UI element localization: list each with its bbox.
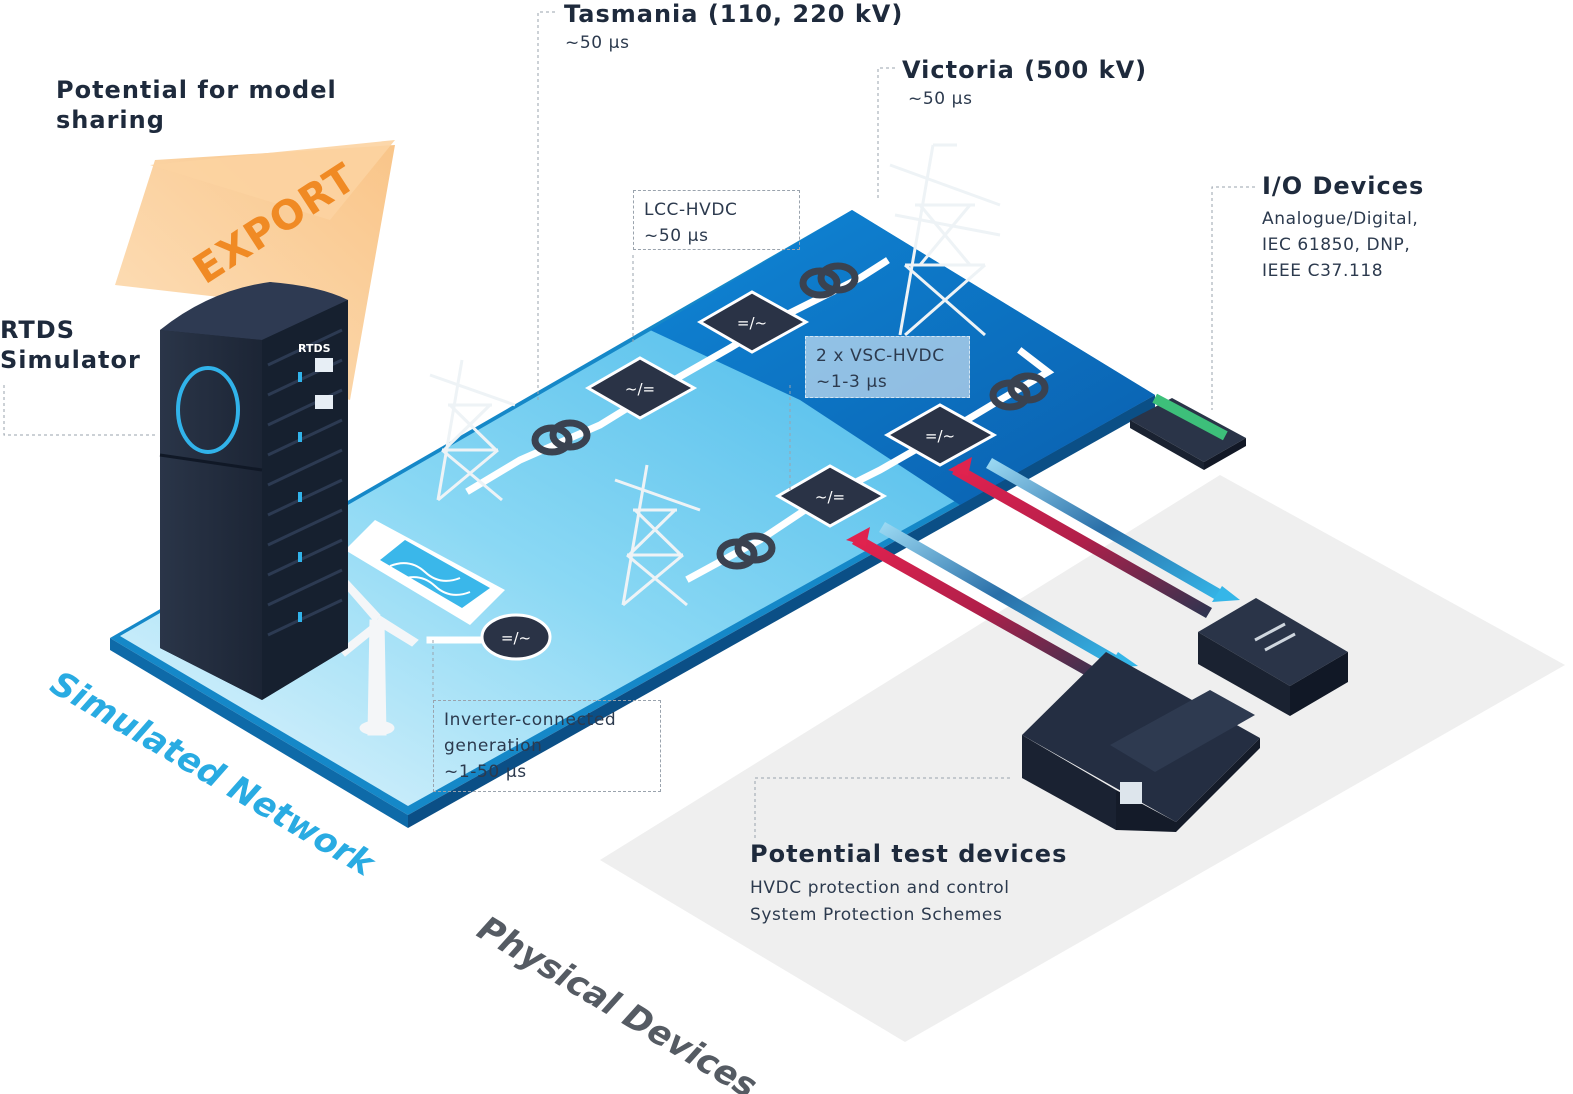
- converter-lcc-1: =/~: [696, 290, 810, 354]
- rtds-label-line2: Simulator: [0, 346, 141, 374]
- inverter-line2: generation: [444, 736, 543, 756]
- rtds-logo-text: RTDS: [298, 342, 331, 355]
- test-device-small-icon: [1198, 598, 1348, 716]
- tasmania-title: Tasmania (110, 220 kV): [564, 0, 904, 28]
- svg-text:~/=: ~/=: [625, 380, 655, 398]
- tower-icon: [429, 143, 1001, 607]
- converter-stations: =/~ ~/= =/~ ~/= =/~: [480, 290, 998, 661]
- victoria-title: Victoria (500 kV): [902, 56, 1148, 84]
- converter-vsc-1: =/~: [883, 403, 998, 467]
- svg-text:~/=: ~/=: [815, 488, 845, 506]
- test-devices-line1: HVDC protection and control: [750, 878, 1010, 898]
- physical-devices-label: Physical Devices: [470, 908, 763, 1094]
- lcc-hvdc-box: LCC-HVDC ~50 µs: [633, 190, 800, 250]
- model-sharing-line1: Potential for model: [56, 76, 337, 104]
- inverter-line1: Inverter-connected: [444, 710, 617, 730]
- io-devices-line2: IEC 61850, DNP,: [1262, 235, 1411, 255]
- rtds-label-line1: RTDS: [0, 316, 75, 344]
- svg-text:=/~: =/~: [925, 427, 955, 445]
- wind-turbine-icon: [328, 569, 419, 736]
- test-devices-line2: System Protection Schemes: [750, 905, 1003, 925]
- converter-vsc-2: ~/=: [774, 464, 888, 528]
- signal-arrows: [846, 457, 1240, 686]
- inverter-box: Inverter-connected generation ~1-50 µs: [433, 700, 661, 792]
- lcc-hvdc-timestep: ~50 µs: [644, 226, 709, 246]
- svg-text:=/~: =/~: [737, 314, 767, 332]
- io-devices-title: I/O Devices: [1262, 172, 1425, 200]
- test-device-large-icon: [1022, 652, 1260, 832]
- lcc-hvdc-title: LCC-HVDC: [644, 200, 738, 220]
- vsc-hvdc-box: 2 x VSC-HVDC ~1-3 µs: [805, 336, 970, 398]
- converter-lcc-2: ~/=: [584, 356, 698, 420]
- model-sharing-line2: sharing: [56, 106, 165, 134]
- vsc-hvdc-timestep: ~1-3 µs: [816, 372, 888, 392]
- io-devices-line3: IEEE C37.118: [1262, 261, 1384, 281]
- converter-inverter: =/~: [480, 613, 552, 661]
- victoria-timestep: ~50 µs: [908, 89, 973, 109]
- leader-lines: [3, 11, 1255, 840]
- inverter-line3: ~1-50 µs: [444, 762, 527, 782]
- hydro-dam-icon: [345, 520, 505, 625]
- io-devices-line1: Analogue/Digital,: [1262, 209, 1419, 229]
- tasmania-timestep: ~50 µs: [565, 33, 630, 53]
- io-device-icon: [1130, 393, 1246, 470]
- vsc-hvdc-title: 2 x VSC-HVDC: [816, 346, 945, 366]
- transformers: [531, 262, 1049, 570]
- rtds-rack: RTDS: [159, 282, 348, 700]
- test-devices-title: Potential test devices: [750, 840, 1068, 868]
- svg-text:=/~: =/~: [501, 629, 531, 647]
